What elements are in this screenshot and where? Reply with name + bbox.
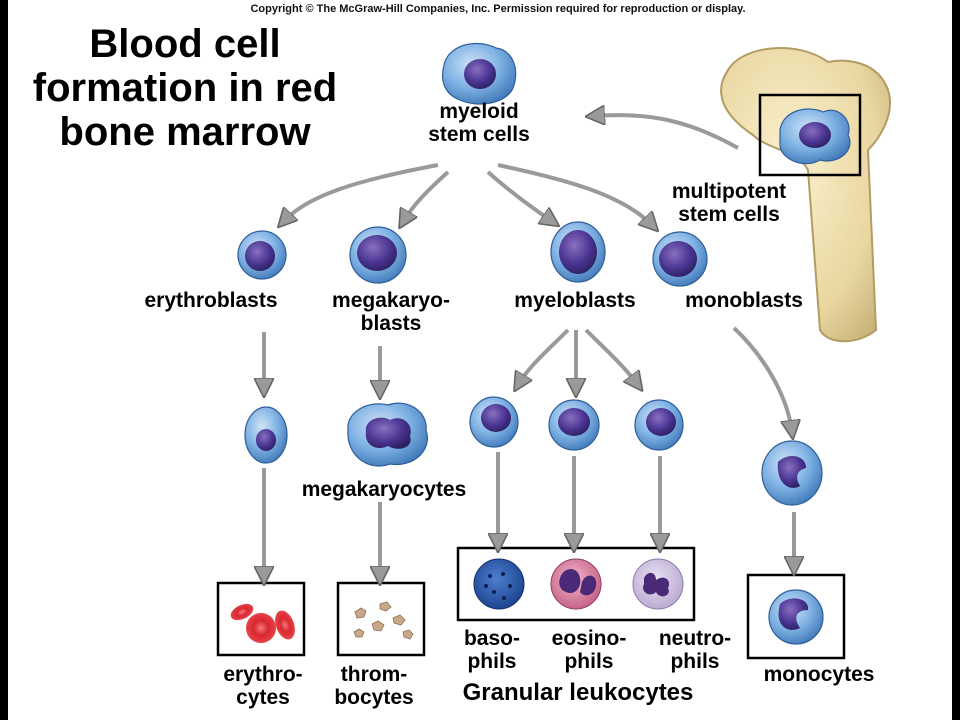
- myeloblast-cell: [550, 221, 606, 283]
- label-megakaryocytes: megakaryocytes: [301, 478, 467, 501]
- arrow-to-monoblasts: [497, 163, 653, 226]
- arrow-to-erythroblasts: [283, 163, 439, 222]
- label-erythrocytes: erythro- cytes: [223, 663, 303, 709]
- monocyte-precursor-cell: [761, 440, 823, 506]
- label-monoblasts: monoblasts: [685, 289, 803, 312]
- figure-title: Blood cell formation in red bone marrow: [32, 22, 338, 154]
- arrow-to-megakaryoblasts: [403, 170, 450, 222]
- myeloid-stem-cell: [441, 42, 517, 105]
- megakaryocyte-cell: [347, 402, 428, 467]
- thrombocyte-cells: [353, 601, 414, 640]
- erythrocyte-cells: [230, 603, 295, 643]
- monoblast-cell: [652, 231, 708, 287]
- eosinophil-cell: [550, 558, 602, 610]
- label-multipotent-stem-cells: multipotent stem cells: [671, 180, 787, 226]
- diagram-artwork: [216, 42, 891, 660]
- eosinophil-precursor-cell: [548, 399, 600, 451]
- arrow-monoblast-down: [732, 326, 792, 432]
- neutrophil-cell: [632, 558, 684, 610]
- label-myeloid-stem-cells: myeloid stem cells: [428, 100, 530, 146]
- erythroblast-late-cell: [244, 406, 288, 464]
- megakaryoblast-cell: [349, 226, 407, 284]
- neutrophil-precursor-cell: [634, 399, 684, 451]
- arrow-multipotent-to-myeloid: [593, 115, 739, 150]
- copyright-notice: Copyright © The McGraw-Hill Companies, I…: [250, 3, 746, 15]
- basophil-precursor-cell: [469, 396, 519, 448]
- label-monocytes: monocytes: [763, 663, 875, 686]
- multipotent-stem-cell: [779, 108, 851, 165]
- basophil-cell: [473, 558, 525, 610]
- label-myeloblasts: myeloblasts: [514, 289, 636, 312]
- label-eosinophils: eosino- phils: [551, 627, 627, 673]
- arrow-to-basophil-precursor: [518, 328, 570, 385]
- multipotent-cell-frame: [758, 93, 862, 177]
- label-granular-leukocytes: Granular leukocytes: [462, 679, 694, 706]
- label-erythroblasts: erythroblasts: [144, 289, 278, 312]
- arrow-to-myeloblasts: [486, 170, 553, 222]
- erythroblast-cell: [237, 230, 287, 280]
- label-megakaryoblasts: megakaryo- blasts: [332, 289, 450, 335]
- thrombocytes-frame: [336, 581, 426, 657]
- figure-page: Copyright © The McGraw-Hill Companies, I…: [8, 0, 952, 720]
- lineage-arrows: [264, 115, 794, 578]
- label-basophils: baso- phils: [463, 627, 520, 673]
- arrow-to-neutrophil-precursor: [584, 328, 638, 385]
- label-thrombocytes: throm- bocytes: [334, 663, 414, 709]
- monocyte-cell: [768, 589, 824, 645]
- label-neutrophils: neutro- phils: [658, 627, 732, 673]
